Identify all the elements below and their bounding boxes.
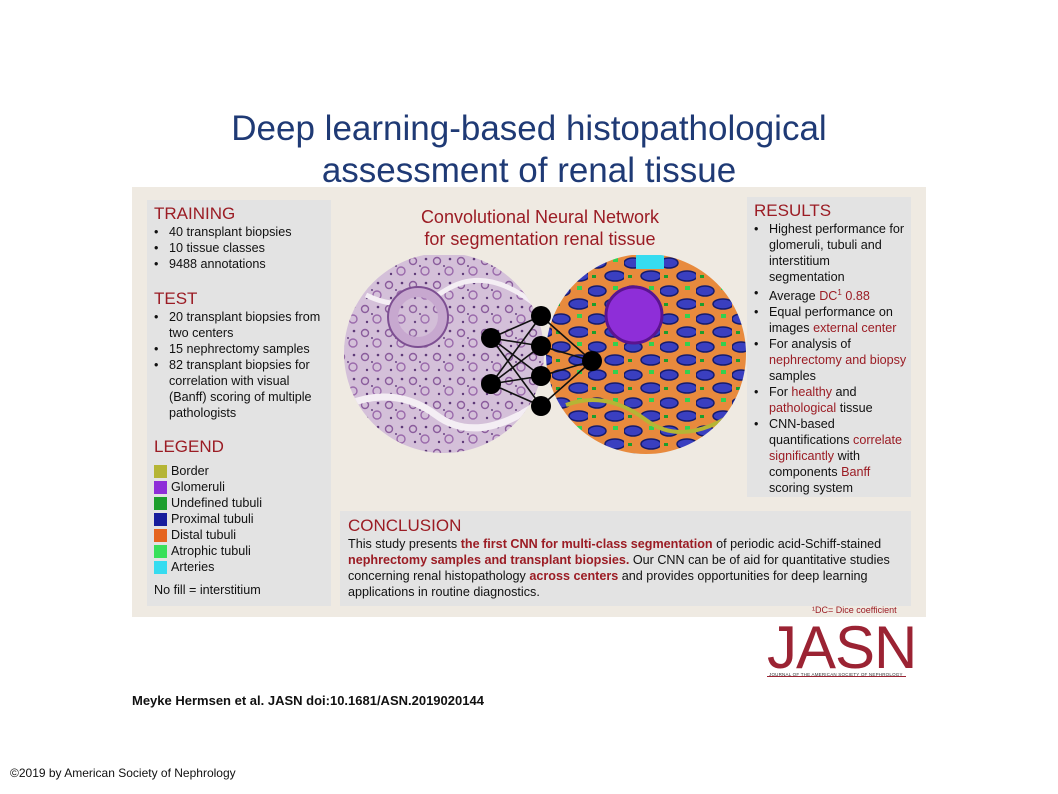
training-heading: TRAINING bbox=[154, 204, 236, 223]
segmentation-image bbox=[546, 255, 746, 454]
training-list: 40 transplant biopsies 10 tissue classes… bbox=[154, 224, 326, 272]
legend-list: Border Glomeruli Undefined tubuli Proxim… bbox=[154, 463, 326, 575]
legend-swatch bbox=[154, 496, 167, 510]
results-list: Highest performance for glomeruli, tubul… bbox=[754, 221, 908, 496]
legend-item: Proximal tubuli bbox=[154, 511, 326, 527]
list-item: 9488 annotations bbox=[154, 256, 326, 272]
list-item: Average DC1 0.88 bbox=[754, 285, 908, 304]
list-item: Highest performance for glomeruli, tubul… bbox=[754, 221, 908, 285]
legend-swatch bbox=[154, 560, 167, 574]
list-item: 40 transplant biopsies bbox=[154, 224, 326, 240]
list-item: For healthy and pathological tissue bbox=[754, 384, 908, 416]
journal-logo: JASN bbox=[767, 614, 917, 681]
conclusion-box: CONCLUSION This study presents the first… bbox=[340, 511, 911, 606]
list-item: 10 tissue classes bbox=[154, 240, 326, 256]
results-heading: RESULTS bbox=[754, 201, 832, 220]
conclusion-heading: CONCLUSION bbox=[348, 516, 462, 535]
methods-box: TRAINING 40 transplant biopsies 10 tissu… bbox=[147, 200, 331, 606]
legend-item: Border bbox=[154, 463, 326, 479]
legend-item: Arteries bbox=[154, 559, 326, 575]
list-item: 20 transplant biopsies from two centers bbox=[154, 309, 326, 341]
footnote: ¹DC= Dice coefficient bbox=[812, 605, 897, 615]
test-heading: TEST bbox=[154, 289, 198, 308]
network-nodes bbox=[481, 306, 602, 416]
legend-item: Glomeruli bbox=[154, 479, 326, 495]
histology-image bbox=[344, 255, 544, 453]
list-item: CNN-based quantifications correlate sign… bbox=[754, 416, 908, 496]
list-item: For analysis of nephrectomy and biopsy s… bbox=[754, 336, 908, 384]
list-item: 15 nephrectomy samples bbox=[154, 341, 326, 357]
results-box: RESULTS Highest performance for glomerul… bbox=[747, 197, 911, 497]
title-line-1: Deep learning-based histopathological bbox=[231, 109, 827, 148]
cnn-title: Convolutional Neural Network for segment… bbox=[420, 207, 660, 249]
legend-heading: LEGEND bbox=[154, 437, 224, 456]
legend-item: Distal tubuli bbox=[154, 527, 326, 543]
legend-swatch bbox=[154, 464, 167, 478]
citation: Meyke Hermsen et al. JASN doi:10.1681/AS… bbox=[132, 693, 484, 708]
journal-subtitle: JOURNAL OF THE AMERICAN SOCIETY OF NEPHR… bbox=[769, 672, 903, 677]
title-line-2: assessment of renal tissue bbox=[321, 151, 737, 190]
test-list: 20 transplant biopsies from two centers … bbox=[154, 309, 326, 421]
legend-note: No fill = interstitium bbox=[154, 583, 261, 597]
list-item: Equal performance on images external cen… bbox=[754, 304, 908, 336]
legend-swatch bbox=[154, 528, 167, 542]
legend-swatch bbox=[154, 544, 167, 558]
legend-swatch bbox=[154, 512, 167, 526]
legend-swatch bbox=[154, 480, 167, 494]
legend-item: Atrophic tubuli bbox=[154, 543, 326, 559]
page-title: Deep learning-based histopathological as… bbox=[130, 108, 928, 192]
cnn-figure bbox=[344, 255, 746, 454]
logo-rule bbox=[767, 676, 906, 677]
conclusion-text: This study presents the first CNN for mu… bbox=[348, 537, 890, 599]
legend-item: Undefined tubuli bbox=[154, 495, 326, 511]
list-item: 82 transplant biopsies for correlation w… bbox=[154, 357, 326, 421]
copyright: ©2019 by American Society of Nephrology bbox=[10, 766, 236, 780]
